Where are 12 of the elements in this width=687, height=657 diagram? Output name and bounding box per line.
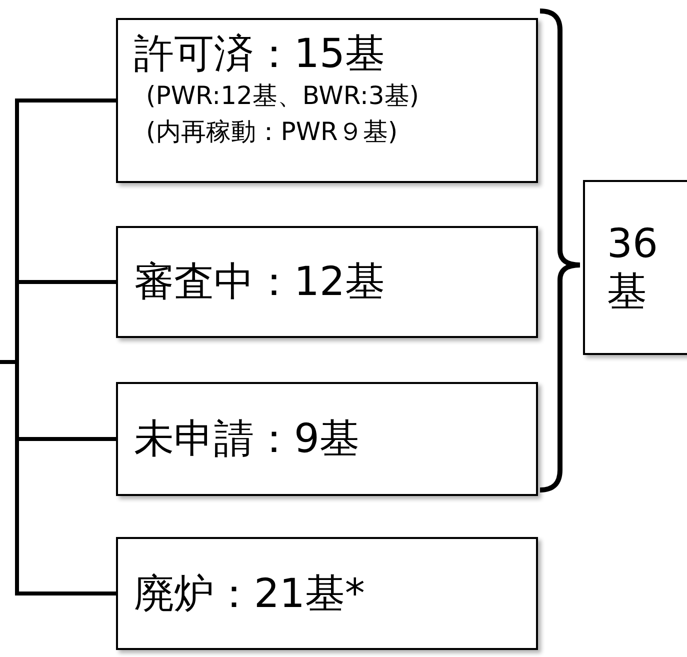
status-box	[116, 537, 538, 650]
status-label: 36基	[607, 220, 659, 316]
detail-text: (内再稼動：PWR９基)	[145, 116, 399, 148]
status-box	[116, 382, 538, 496]
detail-text: (PWR:12基、BWR:3基)	[145, 80, 420, 112]
status-label: 廃炉：21基*	[134, 570, 366, 618]
status-box	[116, 226, 538, 338]
status-label: 未申請：9基	[134, 415, 360, 463]
status-label: 審査中：12基	[134, 258, 386, 306]
status-box	[116, 18, 538, 183]
status-label: 許可済：15基	[134, 30, 386, 78]
status-box	[583, 180, 687, 355]
